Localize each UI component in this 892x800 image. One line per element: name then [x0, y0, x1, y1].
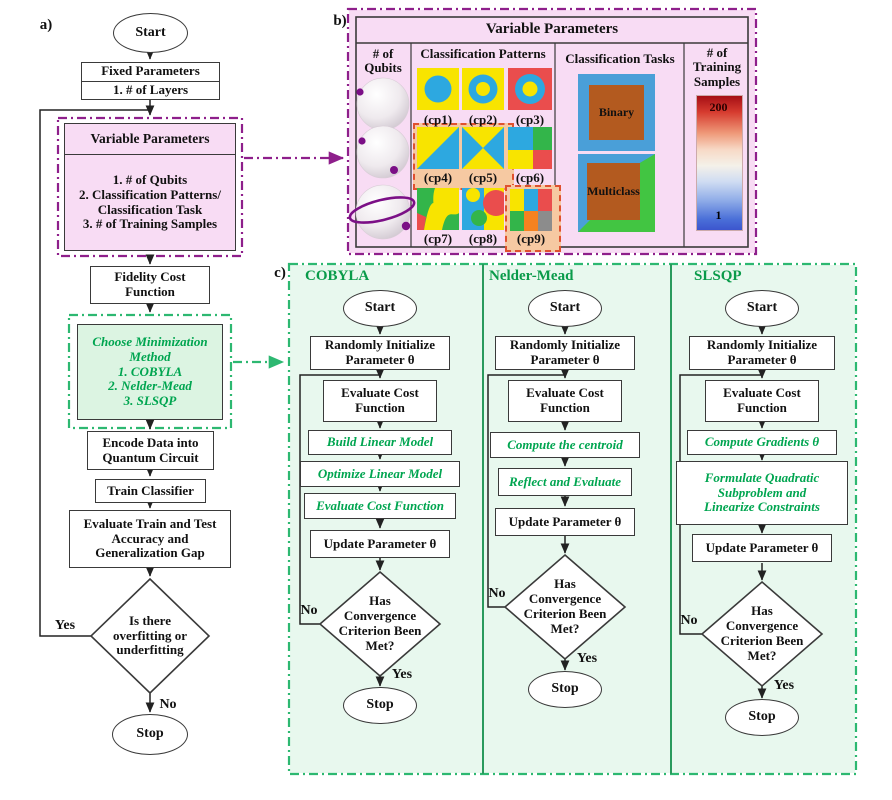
pattern-cp9: [510, 189, 552, 231]
cobyla-step-2: Optimize Linear Model: [300, 461, 460, 487]
slsqp-stop: Stop: [725, 699, 799, 736]
yes-label-a: Yes: [54, 617, 76, 633]
cobyla-start: Start: [343, 290, 417, 327]
cobyla-stop: Stop: [343, 687, 417, 724]
label-cp7: (cp7): [423, 231, 453, 246]
fidelity-cost-box: Fidelity Cost Function: [90, 266, 210, 304]
label-cp5: (cp5): [468, 170, 498, 185]
neldermead-no-label: No: [488, 585, 506, 601]
slsqp-init-box: Randomly Initialize Parameter θ: [689, 336, 835, 370]
cobyla-title: COBYLA: [305, 268, 370, 285]
pattern-cp4: [417, 127, 459, 169]
evaluate-box: Evaluate Train and Test Accuracy and Gen…: [69, 510, 231, 568]
slsqp-diamond: [700, 580, 824, 688]
cobyla-update-box: Update Parameter θ: [310, 530, 450, 558]
slsqp-yes-label: Yes: [773, 677, 795, 693]
start-terminal-a: Start: [113, 13, 188, 53]
neldermead-arrows: [487, 324, 570, 671]
fixed-parameters-box: Fixed Parameters 1. # of Layers: [81, 62, 220, 100]
pattern-cp2: [462, 68, 504, 110]
cobyla-init-box: Randomly Initialize Parameter θ: [310, 336, 450, 370]
variable-parameters-box: Variable Parameters 1. # of Qubits 2. Cl…: [64, 123, 236, 251]
neldermead-eval-box: Evaluate Cost Function: [508, 380, 622, 422]
multiclass-task-label: Multiclass: [587, 184, 640, 198]
no-label-a: No: [159, 696, 177, 712]
multiclass-task-image: [578, 154, 655, 237]
slsqp-update-box: Update Parameter θ: [692, 534, 832, 562]
qubit-sphere-3: [348, 184, 416, 240]
neldermead-yes-label: Yes: [576, 650, 598, 666]
choose-minimization-title: Choose Minimization Method: [92, 333, 208, 364]
label-cp2: (cp2): [468, 112, 498, 127]
choose-minimization-box: Choose Minimization Method 1. COBYLA 2. …: [77, 324, 223, 420]
panel-a-arrows: [39, 49, 155, 713]
cobyla-step-1: Build Linear Model: [308, 430, 452, 455]
pattern-cp8: [462, 188, 509, 230]
label-cp8: (cp8): [468, 231, 498, 246]
neldermead-title: Nelder-Mead: [489, 268, 574, 285]
encode-data-box: Encode Data into Quantum Circuit: [87, 431, 214, 470]
neldermead-start: Start: [528, 290, 602, 327]
tasks-header: Classification Tasks: [565, 51, 675, 66]
slsqp-eval-box: Evaluate Cost Function: [705, 380, 819, 422]
samples-max-label: 200: [709, 100, 728, 114]
panel-b-label: b): [333, 13, 347, 30]
stop-terminal-a: Stop: [112, 714, 188, 755]
samples-min-label: 1: [715, 208, 722, 222]
variable-parameters-items: 1. # of Qubits 2. Classification Pattern…: [79, 171, 221, 232]
neldermead-update-box: Update Parameter θ: [495, 508, 635, 536]
pattern-cp6: [508, 127, 552, 169]
pattern-cp1: [417, 68, 459, 110]
panel-a-label: a): [39, 17, 53, 34]
slsqp-title: SLSQP: [694, 268, 742, 285]
pattern-cp3: [508, 68, 552, 110]
variable-parameters-title: Variable Parameters: [65, 124, 235, 155]
slsqp-no-label: No: [680, 612, 698, 628]
train-classifier-box: Train Classifier: [95, 479, 206, 503]
samples-colorbar: [696, 95, 743, 231]
slsqp-start: Start: [725, 290, 799, 327]
pattern-cp5: [462, 127, 504, 169]
binary-task-label: Binary: [598, 105, 635, 119]
cobyla-arrows: [299, 324, 385, 687]
pattern-cp7: [417, 188, 459, 230]
slsqp-step-1: Compute Gradients θ: [687, 430, 837, 455]
neldermead-step-2: Reflect and Evaluate: [498, 468, 632, 496]
cobyla-no-label: No: [300, 602, 318, 618]
cobyla-diamond: [318, 570, 442, 678]
qubit-sphere-2: [356, 125, 410, 179]
panel-b-title: Variable Parameters: [485, 21, 619, 38]
binary-task-image: [578, 74, 655, 156]
cobyla-eval-box: Evaluate Cost Function: [323, 380, 437, 422]
neldermead-stop: Stop: [528, 671, 602, 708]
slsqp-step-2: Formulate Quadratic Subproblem and Linea…: [676, 461, 848, 525]
neldermead-decision-text: Has Convergence Criterion Been Met?: [523, 576, 607, 636]
panel-c-label: c): [274, 265, 286, 282]
label-cp6: (cp6): [515, 170, 545, 185]
qubits-header: # of Qubits: [364, 46, 402, 76]
cobyla-step-3: Evaluate Cost Function: [304, 493, 456, 519]
panel-c-dividers: [482, 264, 672, 774]
overfitting-diamond: [89, 577, 211, 695]
cobyla-yes-label: Yes: [391, 666, 413, 682]
label-cp1: (cp1): [423, 112, 453, 127]
yes-feedback-line: [39, 109, 150, 637]
choose-minimization-items: 1. COBYLA 2. Nelder-Mead 3. SLSQP: [108, 363, 192, 409]
patterns-header: Classification Patterns: [420, 46, 546, 61]
cobyla-decision-text: Has Convergence Criterion Been Met?: [338, 593, 422, 653]
slsqp-decision-text: Has Convergence Criterion Been Met?: [720, 603, 804, 663]
qubit-sphere-1: [356, 77, 410, 131]
label-cp4: (cp4): [423, 170, 453, 185]
decision-diamonds: [89, 553, 824, 695]
neldermead-diamond: [503, 553, 627, 661]
neldermead-init-box: Randomly Initialize Parameter θ: [495, 336, 635, 370]
fixed-parameters-title: Fixed Parameters: [82, 63, 219, 82]
label-cp3: (cp3): [515, 112, 545, 127]
neldermead-step-1: Compute the centroid: [490, 432, 640, 458]
overfitting-decision-text: Is there overfitting or underfitting: [112, 612, 187, 658]
samples-header: # of Training Samples: [692, 45, 742, 89]
label-cp9: (cp9): [516, 231, 546, 246]
fixed-parameters-item: 1. # of Layers: [112, 81, 189, 97]
